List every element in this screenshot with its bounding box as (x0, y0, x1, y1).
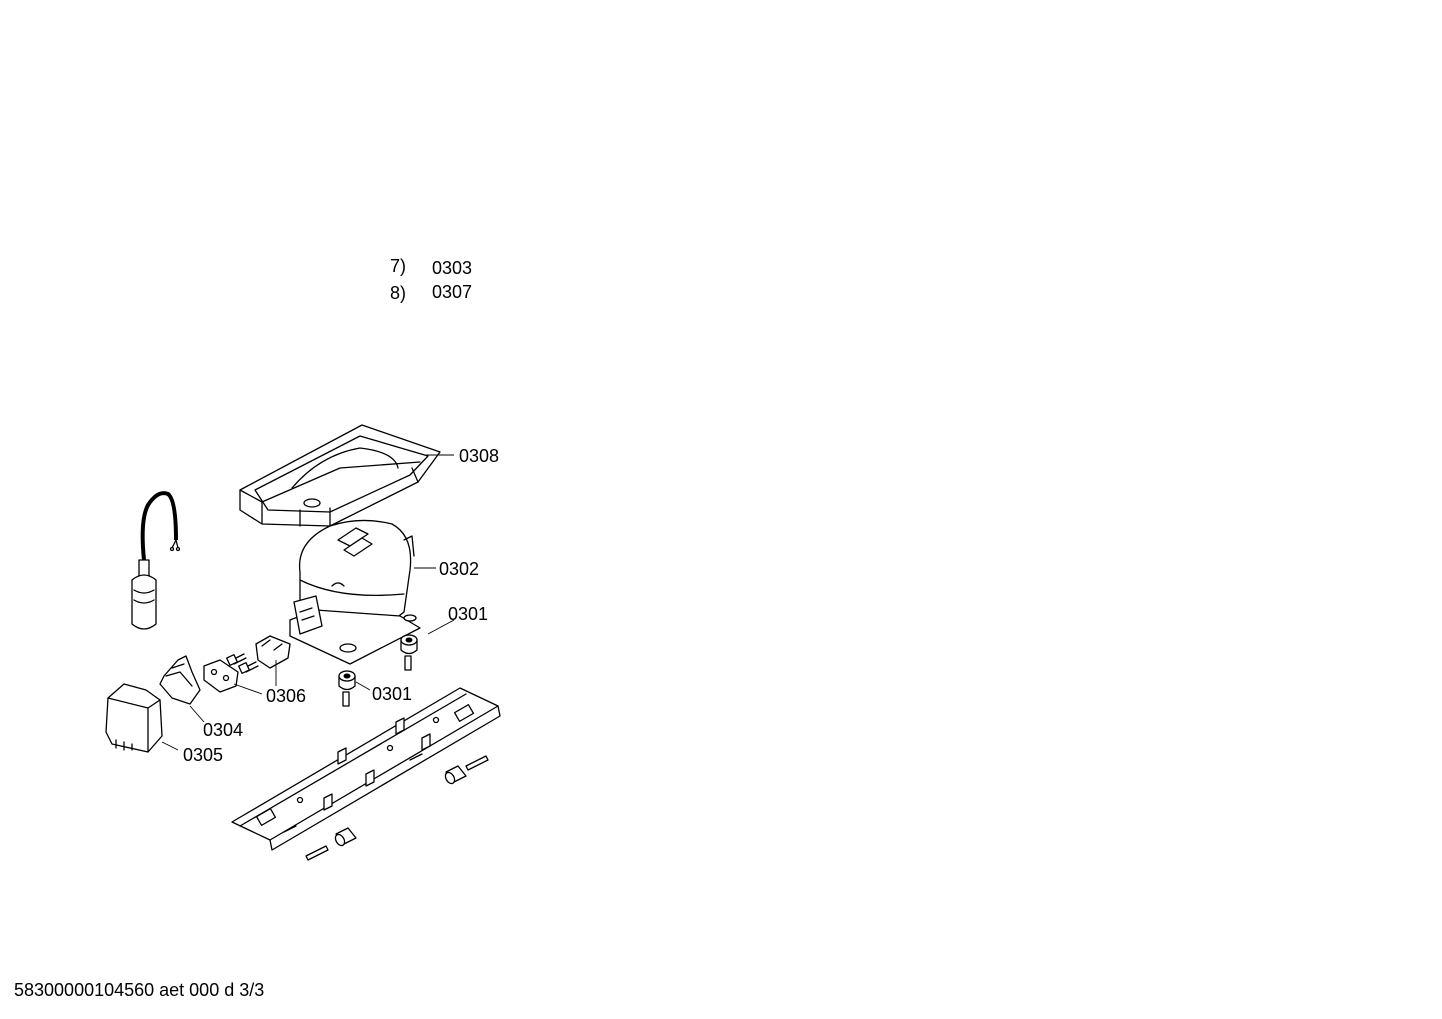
callout-0306: 0306 (266, 686, 307, 706)
spacer-sleeve-left (334, 827, 357, 847)
callout-0301-right: 0301 (448, 604, 489, 624)
leader-0301-left (355, 681, 371, 691)
clip-and-screws-part (203, 635, 291, 693)
leader-0306-a (233, 683, 263, 695)
capacitor-part (131, 491, 181, 630)
callout-0304: 0304 (203, 720, 244, 740)
document-footer: 58300000104560 aet 000 d 3/3 (14, 980, 265, 1000)
callout-0308: 0308 (459, 446, 500, 466)
rubber-mount-left-part (338, 670, 356, 707)
note-ref-0307: 0307 (432, 282, 473, 302)
note-ref-0303: 0303 (432, 258, 473, 278)
drip-tray-part (239, 424, 441, 527)
mounting-rail-part (231, 687, 501, 851)
leader-0304 (189, 705, 205, 723)
leader-0305 (161, 741, 179, 751)
pin-right (465, 755, 489, 771)
terminal-cover-part (105, 683, 163, 753)
leader-0301-right (427, 619, 455, 635)
note-index-7: 7) (390, 256, 407, 276)
compressor-part (289, 519, 421, 665)
callout-0305: 0305 (183, 745, 224, 765)
spacer-sleeve-right (444, 765, 467, 785)
note-index-8: 8) (390, 283, 407, 303)
callout-0301-left: 0301 (372, 684, 413, 704)
starter-relay-part (159, 655, 201, 705)
pin-left (305, 845, 329, 861)
rubber-mount-right-part (400, 634, 418, 671)
callout-0302: 0302 (439, 559, 480, 579)
